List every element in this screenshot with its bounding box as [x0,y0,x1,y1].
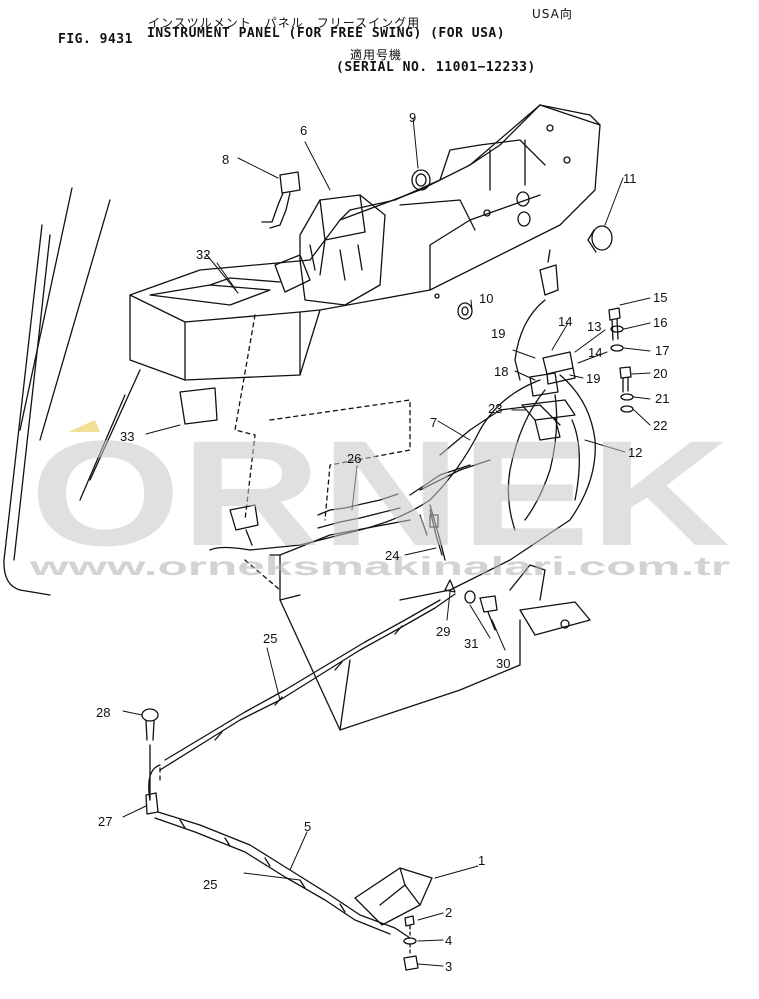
part-5-cable [148,764,411,939]
part-4-washer [403,937,417,945]
instrument-console [129,104,601,381]
callout-25a: 25 [263,631,277,646]
callout-17: 17 [655,343,669,358]
part-3-nut [403,955,419,971]
part-8-lamp-socket [261,171,301,229]
callout-16: 16 [653,315,667,330]
watermark: ORNEK www.orneksmakinalari.com.tr [28,409,730,581]
callout-7: 7 [430,415,437,430]
part-2-bolt [404,915,415,927]
figure-number: FIG. 9431 [58,32,133,47]
callout-27: 27 [98,814,112,829]
part-9-grommet [411,169,431,191]
watermark-brand: ORNEK [30,409,730,577]
callout-20: 20 [653,366,667,381]
part-28-cap [141,708,159,741]
part-30-bolt [479,595,498,631]
drawing-header: インスツルメント パネル フリースイング用 USA向 FIG. 9431 INS… [0,0,759,90]
callout-5: 5 [304,819,311,834]
callout-19a: 19 [491,326,505,341]
part-5-clamps [179,819,346,913]
callout-24: 24 [385,548,399,563]
part-12-wiring-harness [209,299,596,601]
callout-33: 33 [120,429,134,444]
japanese-serial-label: 適用号機 [350,48,403,62]
watermark-url: www.orneksmakinalari.com.tr [28,551,730,581]
part-20-bolt [619,366,632,393]
callout-26: 26 [347,451,361,466]
callout-11: 11 [623,171,637,186]
callout-leaders [122,117,651,967]
callout-31: 31 [464,636,478,651]
part-13-switch [539,249,576,385]
part-27-joint [145,792,159,815]
cab-frame-lines [3,187,141,596]
bracket-holes [434,124,571,299]
part-24-harness [419,509,443,556]
part-7-lower-cover [269,404,561,731]
callout-4: 4 [445,933,452,948]
callout-32: 32 [196,247,210,262]
callout-28: 28 [96,705,110,720]
callout-1: 1 [478,853,485,868]
part-33-decal [179,387,218,425]
part-31-washer [464,590,476,604]
mounting-plate [509,564,591,636]
callout-9: 9 [409,110,416,125]
callout-19b: 19 [586,371,600,386]
serial-range: (SERIAL NO. 11001−12233) [336,60,536,75]
callout-23: 23 [488,401,502,416]
washers-21-22 [620,393,634,413]
assembly-guides [159,314,411,781]
callout-22: 22 [653,418,667,433]
japanese-market-label: USA向 [532,7,573,21]
callout-15: 15 [653,290,667,305]
part-15-bolt [608,307,621,341]
watermark-accent-shape [68,420,100,432]
part-18-relay [529,372,559,397]
callout-numbers: 1 2 3 4 5 6 7 8 9 10 11 12 13 14 14 15 1… [96,110,669,974]
callout-14a: 14 [558,314,572,329]
callout-29: 29 [436,624,450,639]
callout-6: 6 [300,123,307,138]
callout-2: 2 [445,905,452,920]
callout-3: 3 [445,959,452,974]
callout-18: 18 [494,364,508,379]
callout-14b: 14 [588,345,602,360]
part-10-cap [457,302,473,320]
part-25-cable-upper [159,593,456,771]
part-11-plug [587,225,613,253]
callout-13: 13 [587,319,601,334]
part-29-clip [444,579,456,593]
callout-25b: 25 [203,877,217,892]
switch-housing [274,194,386,306]
washers-16-17 [610,325,624,352]
drawing-title: INSTRUMENT PANEL (FOR FREE SWING) (FOR U… [147,26,506,41]
part-23-bracket [521,399,576,441]
callout-8: 8 [222,152,229,167]
callout-30: 30 [496,656,510,671]
part-25-clamps-upper [214,625,403,741]
callout-21: 21 [655,391,669,406]
callout-12: 12 [628,445,642,460]
callout-10: 10 [479,291,493,306]
japanese-title: インスツルメント パネル フリースイング用 [148,16,421,30]
part-1-bracket [354,867,433,926]
